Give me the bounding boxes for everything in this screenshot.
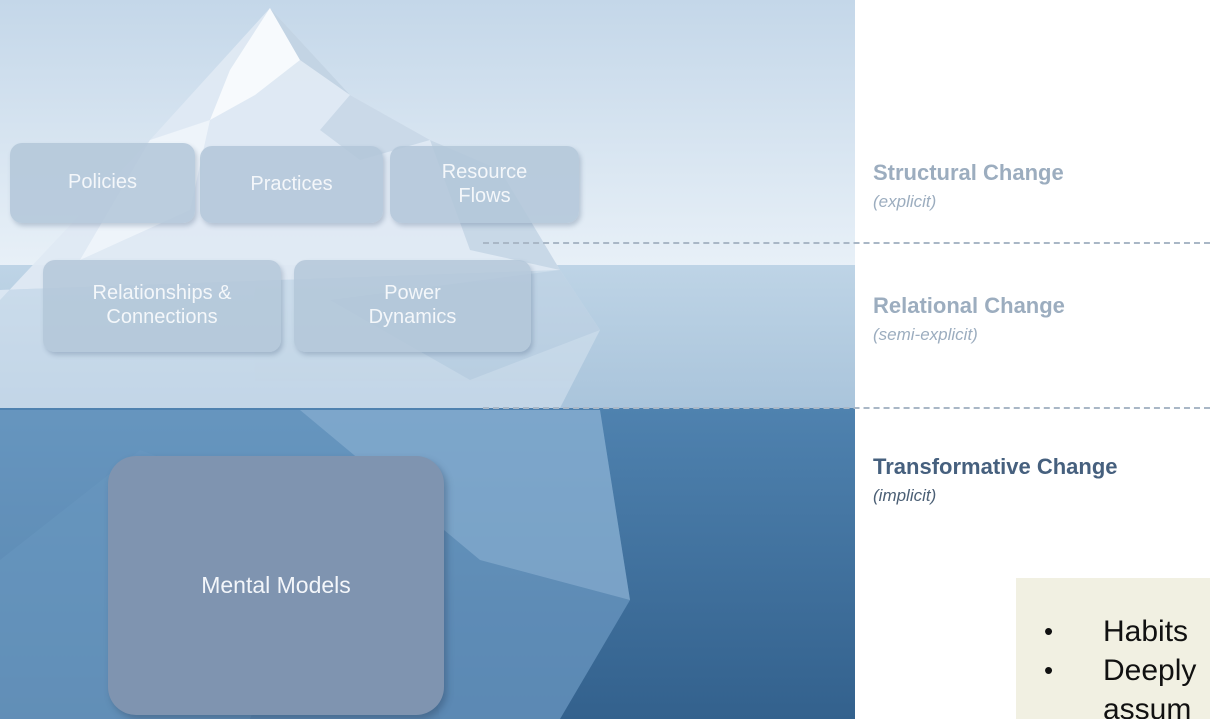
relational-transformative-divider [483, 407, 1210, 409]
relational-change-label: Relational Change (semi-explicit) [873, 293, 1065, 345]
relationships-connections-box: Relationships & Connections [43, 260, 281, 352]
power-dynamics-box: Power Dynamics [294, 260, 531, 352]
level-title: Structural Change [873, 160, 1064, 185]
note-continuation: assum [1103, 693, 1192, 719]
practices-box: Practices [200, 146, 383, 223]
notes-panel: • Habits • Deeply assum [1016, 578, 1210, 719]
resource-flows-box: Resource Flows [390, 146, 579, 223]
level-title: Relational Change [873, 293, 1065, 318]
structural-relational-divider [483, 242, 1210, 244]
notes-list: • Habits • Deeply assum [1036, 612, 1196, 719]
list-item: • Habits [1036, 612, 1196, 651]
policies-box: Policies [10, 143, 195, 223]
note-text: Habits [1103, 615, 1189, 648]
level-subtitle: (explicit) [873, 192, 937, 211]
level-subtitle: (semi-explicit) [873, 325, 978, 344]
level-title: Transformative Change [873, 454, 1118, 479]
note-text: Deeply [1103, 654, 1197, 687]
bullet-icon: • [1044, 655, 1054, 685]
level-subtitle: (implicit) [873, 486, 937, 505]
transformative-change-label: Transformative Change (implicit) [873, 454, 1118, 506]
list-item: • Deeply assum [1036, 651, 1196, 719]
mental-models-box: Mental Models [108, 456, 444, 715]
bullet-icon: • [1044, 616, 1054, 646]
structural-change-label: Structural Change (explicit) [873, 160, 1064, 212]
